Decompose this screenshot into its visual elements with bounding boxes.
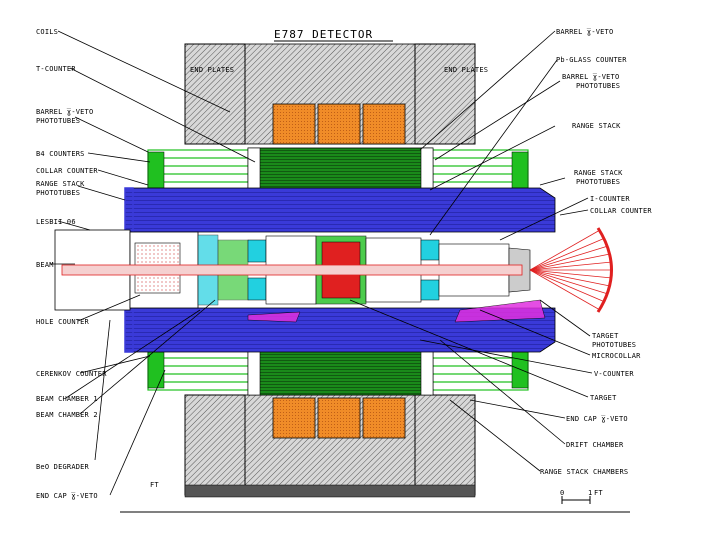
label-hole-counter: HOLE COUNTER — [36, 318, 90, 326]
label-i-counter: I-COUNTER — [590, 195, 630, 203]
label-coils: COILS — [36, 28, 58, 36]
scale-bar: FT 0 1 FT — [120, 481, 630, 513]
label-range-stack: RANGE STACK — [572, 122, 621, 130]
label-barrel-veto-phototubes-right: BARREL ̅ɣ-VETO — [562, 73, 619, 81]
scale-unit: FT — [594, 489, 603, 497]
left-labels: COILS T-COUNTER BARREL ̅ɣ-VETO PHOTOTUBE… — [36, 28, 107, 500]
label-target-phototubes: TARGET — [592, 332, 619, 340]
label-drift-chamber: DRIFT CHAMBER — [566, 441, 624, 449]
label-barrel-veto-phototubes-right-2: PHOTOTUBES — [576, 82, 620, 90]
label-b4-counters: B4 COUNTERS — [36, 150, 85, 158]
label-range-stack-phototubes-right-2: PHOTOTUBES — [576, 178, 620, 186]
iron-yoke — [184, 43, 476, 498]
label-cerenkov-counter: CERENKOV COUNTER — [36, 370, 107, 378]
label-barrel-veto: BARREL ̅ɣ-VETO — [556, 28, 613, 36]
label-beam-chamber-2: BEAM CHAMBER 2 — [36, 411, 98, 419]
label-range-stack-phototubes: RANGE STACK — [36, 180, 85, 188]
scale-zero: 0 — [560, 489, 564, 497]
label-pb-glass-counter: Pb-GLASS COUNTER — [556, 56, 627, 64]
label-collar-counter-right: COLLAR COUNTER — [590, 207, 652, 215]
label-beam: BEAM — [36, 261, 54, 269]
label-range-stack-chambers: RANGE STACK CHAMBERS — [540, 468, 628, 476]
target-phototubes-fan — [529, 227, 613, 313]
scale-one: 1 — [588, 489, 592, 497]
end-plates-label-left: END PLATES — [190, 66, 234, 74]
label-end-cap-veto-right: END CAP ̅ɣ-VETO — [566, 415, 628, 423]
label-collar-counter: COLLAR COUNTER — [36, 167, 98, 175]
coils — [272, 103, 406, 439]
label-end-cap-veto: END CAP ̅ɣ-VETO — [36, 492, 98, 500]
end-plates-label-right: END PLATES — [444, 66, 488, 74]
label-barrel-veto-phototubes: BARREL ̅ɣ-VETO — [36, 108, 93, 116]
scale-unit-left: FT — [150, 481, 159, 489]
label-t-counter: T-COUNTER — [36, 65, 76, 73]
label-microcollar: MICROCOLLAR — [592, 352, 641, 360]
right-labels: BARREL ̅ɣ-VETO Pb-GLASS COUNTER BARREL ̅… — [540, 28, 652, 476]
range-stack — [247, 147, 434, 396]
label-range-stack-phototubes-2: PHOTOTUBES — [36, 189, 80, 197]
label-target-phototubes-2: PHOTOTUBES — [592, 341, 636, 349]
label-target: TARGET — [590, 394, 617, 402]
label-beam-chamber-1: BEAM CHAMBER 1 — [36, 395, 98, 403]
label-beo-degrader: BeO DEGRADER — [36, 463, 90, 471]
label-barrel-veto-phototubes-2: PHOTOTUBES — [36, 117, 80, 125]
label-range-stack-phototubes-right: RANGE STACK — [574, 169, 623, 177]
barrel-veto-phototubes — [147, 151, 529, 389]
leader-lines — [50, 30, 593, 496]
drift-chamber — [124, 187, 556, 353]
target-region — [54, 229, 546, 323]
label-lesbii-06: LESBII 06 — [36, 218, 76, 226]
diagram-title: E787 DETECTOR — [274, 28, 373, 41]
label-v-counter: V-COUNTER — [594, 370, 634, 378]
